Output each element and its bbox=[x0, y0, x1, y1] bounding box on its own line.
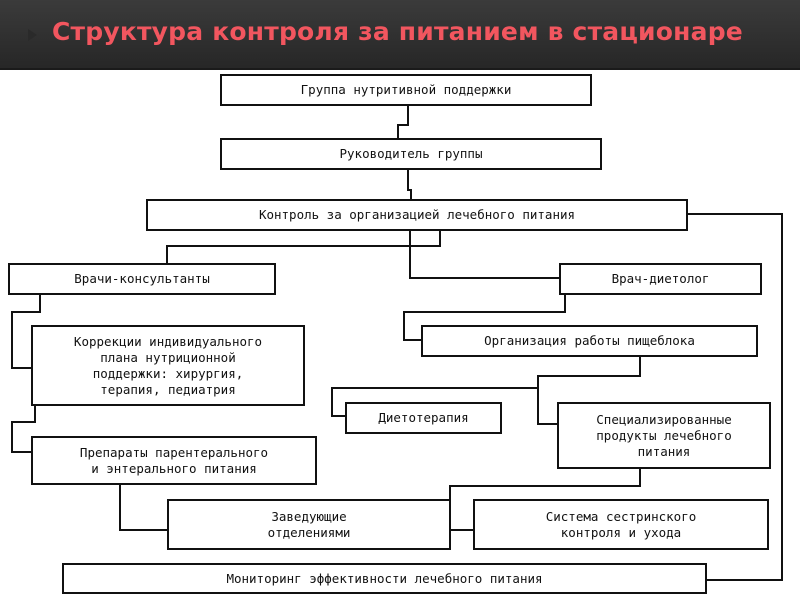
connector-group-to-head bbox=[397, 104, 409, 139]
node-nutrition-preparations: Препараты парентерального и энтерального… bbox=[31, 436, 317, 485]
node-catering-control: Контроль за организацией лечебного питан… bbox=[146, 199, 688, 231]
connector-control-to-dietitian bbox=[409, 230, 560, 279]
node-department-heads: Заведующие отделениями bbox=[167, 499, 451, 550]
node-diet-therapy: Диетотерапия bbox=[345, 402, 502, 434]
node-special-products: Специализированные продукты лечебного пи… bbox=[557, 402, 771, 469]
bullet-arrow-icon bbox=[28, 29, 37, 41]
slide-title: Структура контроля за питанием в стацион… bbox=[52, 17, 743, 46]
node-monitoring: Мониторинг эффективности лечебного питан… bbox=[62, 563, 707, 594]
connector-products-to-heads bbox=[449, 468, 641, 500]
connector-control-to-monitoring bbox=[686, 213, 783, 581]
title-bar-divider bbox=[0, 68, 800, 70]
node-plan-correction: Коррекции индивидуального плана нутрицио… bbox=[31, 325, 305, 406]
connector-plan-to-preparations bbox=[11, 404, 36, 453]
title-bar: Структура контроля за питанием в стацион… bbox=[0, 0, 800, 70]
connector-preparations-to-heads bbox=[119, 484, 168, 531]
node-nutrition-group: Группа нутритивной поддержки bbox=[220, 74, 592, 106]
node-nursing-control: Система сестринского контроля и ухода bbox=[473, 499, 769, 550]
connector-head-to-control bbox=[407, 168, 412, 200]
node-group-head: Руководитель группы bbox=[220, 138, 602, 170]
node-dietitian: Врач-диетолог bbox=[559, 263, 762, 295]
connector-consultants-to-plan bbox=[11, 294, 41, 369]
connector-dietitian-to-kitchen bbox=[403, 294, 566, 341]
node-consultants: Врачи-консультанты bbox=[8, 263, 276, 295]
connector-kitchen-to-products bbox=[537, 388, 558, 425]
node-kitchen-organization: Организация работы пищеблока bbox=[421, 325, 758, 357]
connector-control-to-consultants bbox=[166, 230, 441, 264]
